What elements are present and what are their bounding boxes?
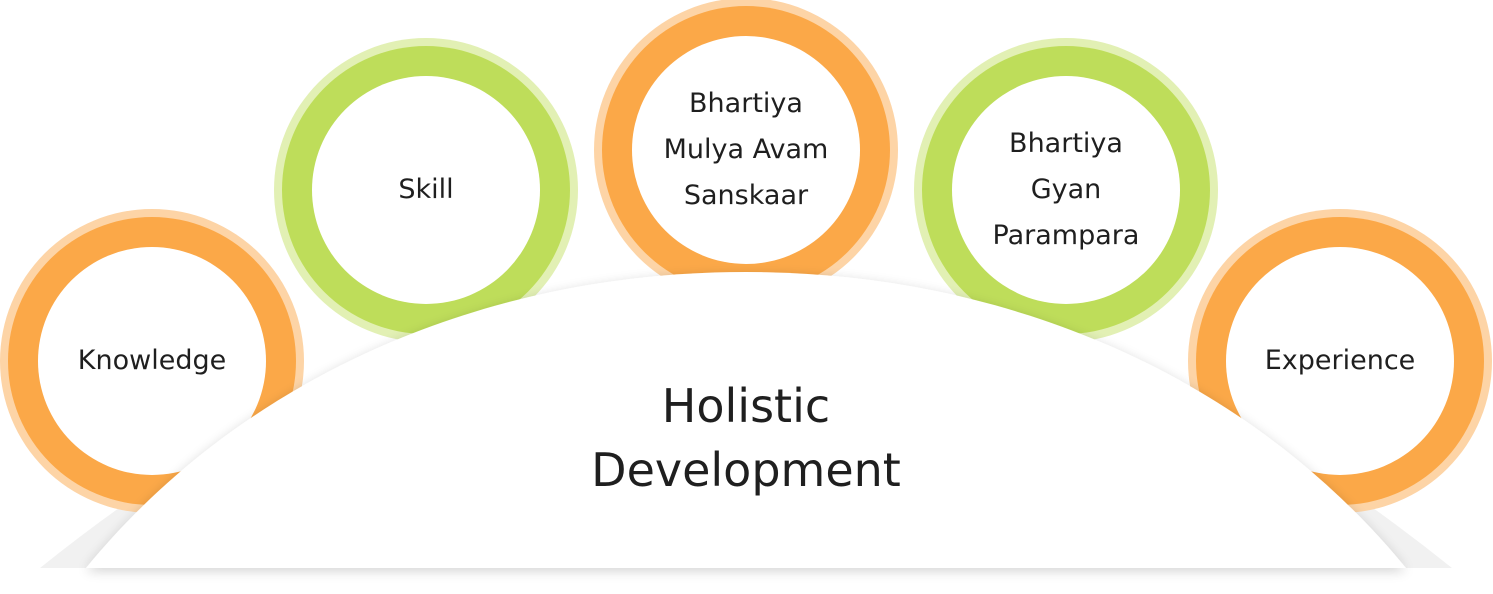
node-label-knowledge: Knowledge (77, 345, 227, 376)
center-dome (86, 272, 1406, 568)
node-label-gyan: Bhartiya Gyan Parampara (992, 128, 1140, 251)
node-label-experience: Experience (1264, 345, 1416, 376)
node-label-skill: Skill (398, 174, 454, 205)
node-ring-mulya (594, 0, 898, 302)
node-ring-skill (274, 38, 578, 342)
node-ring-gyan (914, 38, 1218, 342)
center-title: Holistic Development (591, 379, 901, 497)
node-label-mulya: Bhartiya Mulya Avam Sanskaar (663, 88, 829, 211)
